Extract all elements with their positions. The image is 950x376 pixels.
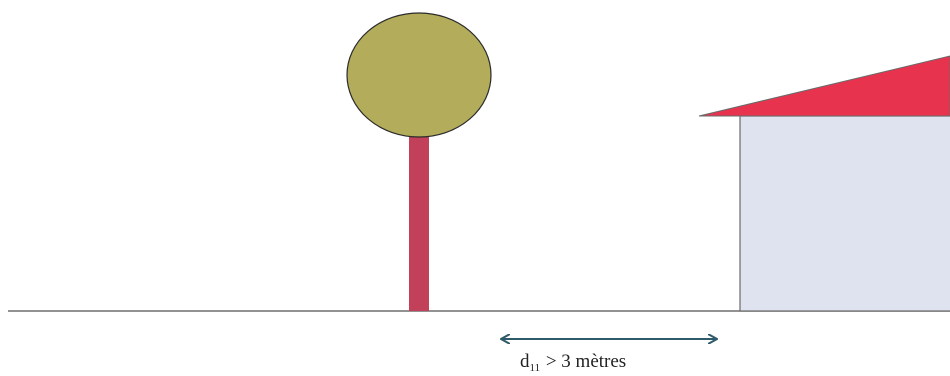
- distance-label: d11 > 3 mètres: [520, 352, 626, 374]
- distance-symbol: d: [520, 351, 530, 372]
- house-wall: [739, 115, 950, 312]
- tree-trunk: [409, 128, 429, 311]
- house-roof: [698, 55, 950, 117]
- distance-condition-text: > 3 mètres: [541, 351, 627, 372]
- tree-crown: [346, 12, 492, 138]
- distance-subscript: 11: [529, 362, 541, 374]
